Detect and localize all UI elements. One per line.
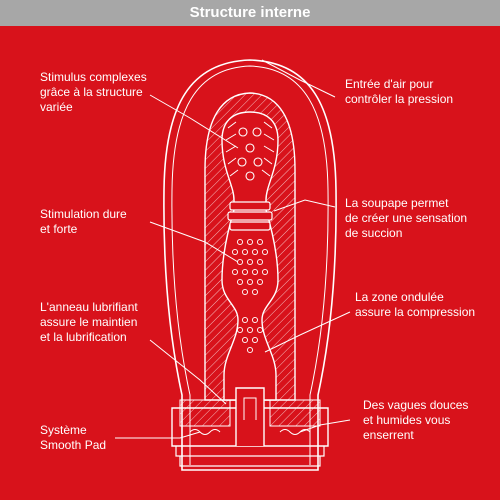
label-ondulee: La zone ondulée assure la compression [355,290,476,319]
leader-vagues [299,419,351,433]
smooth-pad-waves [189,429,311,435]
valve-rings [227,201,273,231]
base-hatch-left [179,399,231,427]
leader-ondulee [264,311,351,353]
base-opening-slot [243,397,257,420]
outer-shell-inner-outline [171,65,329,465]
top-ridges [225,121,275,177]
inner-canal [221,111,279,401]
label-anneau: L'anneau lubrifiant assure le maintien e… [40,300,138,344]
leader-anneau [149,339,227,405]
base-bottom-ring [175,446,325,467]
base-hatch-right [269,399,321,427]
label-soupape: La soupape permet de créer une sensation… [345,196,468,240]
leader-soupape [273,199,336,212]
outer-shell-outline [163,59,337,471]
leader-systeme [115,431,201,439]
nub-field [231,238,269,354]
leader-lines [115,59,351,439]
label-stimulus: Stimulus complexes grâce à la structure … [40,70,147,114]
label-systeme: Système Smooth Pad [40,423,107,452]
leader-dure [149,221,239,263]
label-dure: Stimulation dure et forte [40,207,127,236]
base-opening [235,387,265,446]
label-air: Entrée d'air pour contrôler la pression [345,77,454,106]
leader-air [261,59,336,98]
label-vagues: Des vagues douces et humides vous enserr… [363,398,469,442]
top-nubs [237,127,263,181]
title-bar: Structure interne [0,0,500,26]
leader-stimulus [149,94,239,149]
